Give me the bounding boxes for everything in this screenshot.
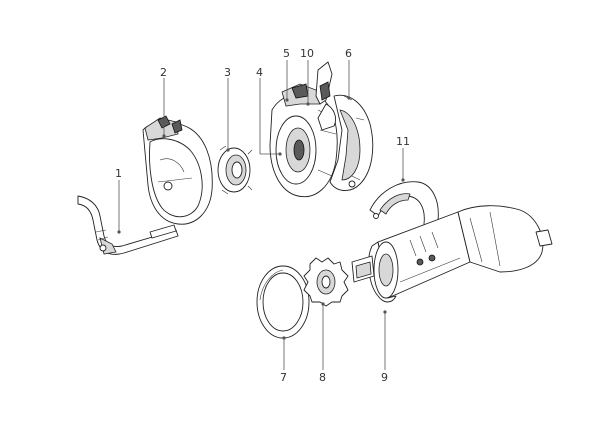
callout-10: 10 — [300, 47, 314, 60]
part-1-bracket — [77, 195, 179, 255]
part-7-ring-gasket — [256, 265, 310, 339]
callout-5: 5 — [283, 47, 290, 60]
callout-4: 4 — [256, 66, 263, 79]
part-4-field-housing — [269, 83, 338, 198]
part-9-motor-body — [351, 205, 553, 303]
part-10-terminal-lever — [315, 61, 337, 131]
callout-8: 8 — [319, 371, 326, 384]
callout-3: 3 — [224, 66, 231, 79]
callout-9: 9 — [381, 371, 388, 384]
part-3-gear-hub — [217, 145, 253, 195]
callout-2: 2 — [160, 66, 167, 79]
part-8-pinion-gear — [303, 257, 349, 307]
callout-6: 6 — [345, 47, 352, 60]
callout-labels: 1 2 3 4 5 10 6 11 7 8 9 — [115, 47, 410, 384]
callout-1: 1 — [115, 167, 122, 180]
callout-11: 11 — [396, 135, 410, 148]
callout-7: 7 — [280, 371, 287, 384]
callout-leaders — [117, 60, 405, 370]
part-2-drive-end-housing — [142, 115, 213, 225]
part-6-outer-shield — [329, 94, 374, 191]
